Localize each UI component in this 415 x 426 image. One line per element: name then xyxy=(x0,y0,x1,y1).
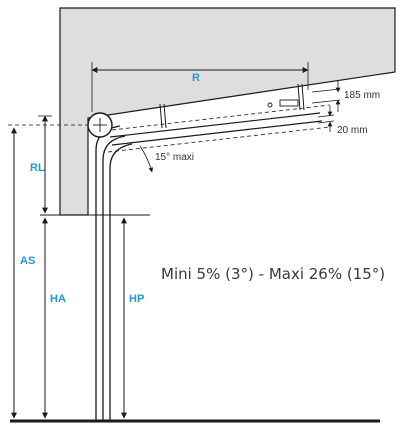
label-angle: 15° maxi xyxy=(155,152,194,163)
inclined-rail xyxy=(107,83,331,153)
label-20mm: 20 mm xyxy=(337,125,368,136)
slope-caption: Mini 5% (3°) - Maxi 26% (15°) xyxy=(161,265,385,283)
label-hp: HP xyxy=(129,293,144,305)
label-r: R xyxy=(192,72,200,84)
label-rl: RL xyxy=(30,162,45,174)
dimension-20 xyxy=(317,106,335,132)
dimension-r xyxy=(91,62,309,112)
dimension-185 xyxy=(311,80,341,112)
label-185mm: 185 mm xyxy=(344,90,380,101)
angle-arc xyxy=(139,145,154,173)
label-ha: HA xyxy=(50,293,66,305)
pulley-icon xyxy=(87,112,113,138)
label-as: AS xyxy=(20,255,35,267)
dimension-rl xyxy=(38,115,52,214)
curved-track xyxy=(95,125,133,420)
